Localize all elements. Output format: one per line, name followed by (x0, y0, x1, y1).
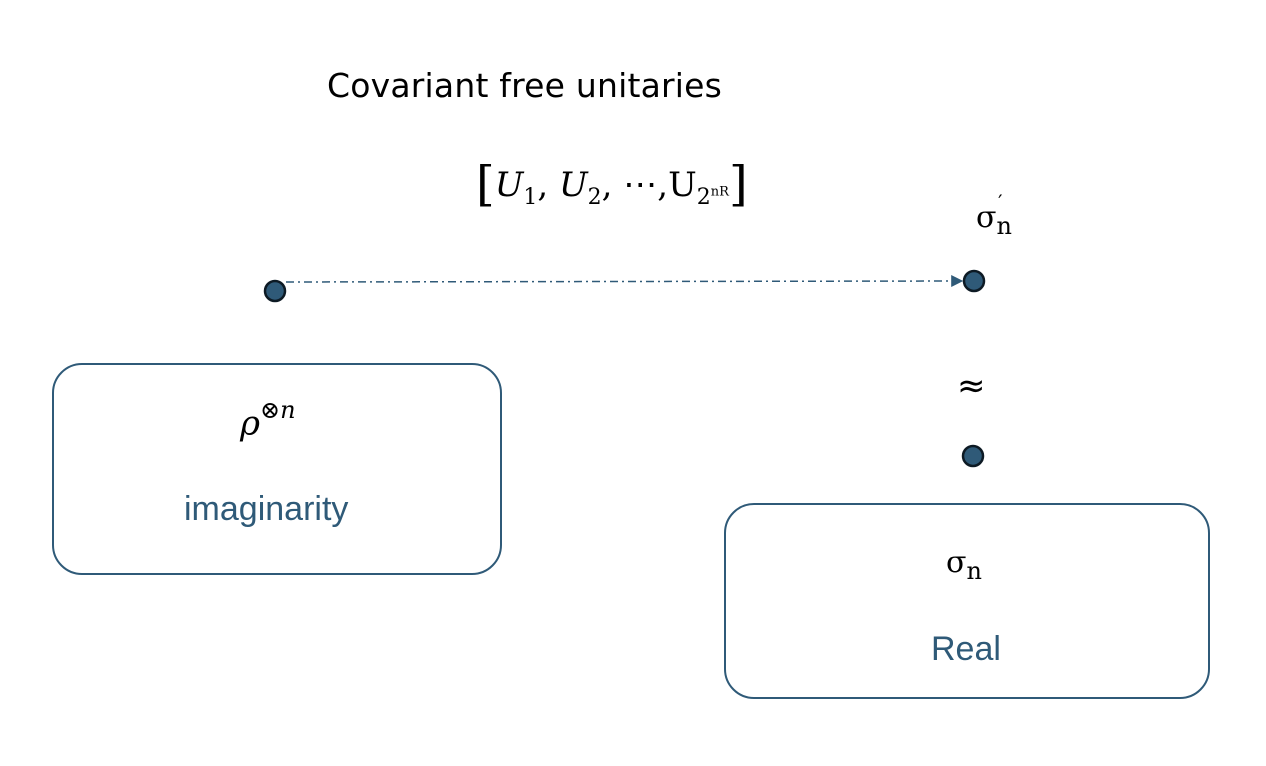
ellipsis: ⋯ (623, 165, 658, 205)
real-label: Real (931, 630, 1001, 668)
unitary-1: U (494, 165, 524, 205)
unitary-last: U (668, 165, 697, 205)
unitary-2-index: 2 (587, 184, 602, 210)
imaginarity-box (52, 363, 502, 575)
unitary-1-index: 1 (523, 184, 538, 210)
separator: , (537, 165, 549, 205)
separator: , (657, 165, 669, 205)
sigma-subscript: n (966, 557, 982, 585)
unitary-list: [U1, U2, ⋯,U2nR] (476, 152, 748, 212)
real-box (724, 503, 1210, 699)
rho-state-label: ρ⊗n (240, 396, 296, 444)
target-state-label: σn′ (976, 190, 1017, 240)
prime-mark: ′ (997, 190, 1003, 214)
open-bracket: [ (476, 156, 495, 212)
sigma-state-label: σn (946, 545, 982, 585)
sigma-subscript: n (996, 212, 1012, 240)
rho-symbol: ρ (240, 403, 260, 444)
tensor-power: ⊗n (260, 396, 296, 424)
close-bracket: ] (728, 156, 748, 212)
separator: , (601, 165, 613, 205)
unitary-2: U (559, 165, 588, 205)
mapping-arrow (285, 275, 964, 288)
imaginarity-label: imaginarity (184, 490, 349, 528)
approx-symbol: ≈ (957, 366, 986, 406)
target-state-dot (962, 269, 986, 293)
source-state-dot (263, 279, 287, 303)
unitary-last-exponent: nR (710, 184, 729, 200)
sigma-symbol: σ (976, 200, 997, 235)
real-state-dot (961, 444, 985, 468)
sigma-symbol: σ (946, 545, 967, 580)
diagram-title: Covariant free unitaries (327, 66, 723, 105)
unitary-last-index: 2nR (696, 184, 729, 210)
